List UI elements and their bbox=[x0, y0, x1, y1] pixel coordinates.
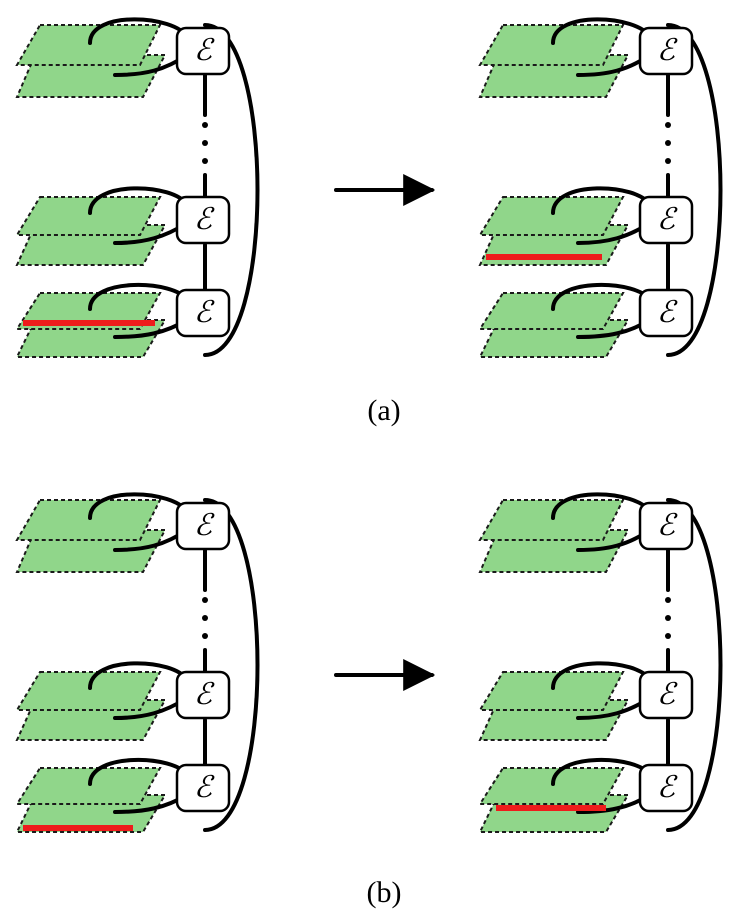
node-e-2: ℰ bbox=[175, 195, 231, 245]
panel-b-left: ℰ ℰ ℰ bbox=[15, 492, 260, 833]
svg-text:ℰ: ℰ bbox=[194, 33, 215, 68]
node-e-2: ℰ bbox=[638, 195, 694, 245]
node-e-2: ℰ bbox=[638, 670, 694, 720]
layer-stack-top bbox=[478, 17, 652, 98]
node-e-3: ℰ bbox=[175, 288, 231, 338]
caption-b: (b) bbox=[367, 876, 402, 909]
svg-text:ℰ: ℰ bbox=[657, 677, 678, 712]
svg-text:ℰ: ℰ bbox=[657, 295, 678, 330]
node-e-3: ℰ bbox=[638, 288, 694, 338]
layer-stack-mid bbox=[15, 186, 189, 266]
layer-stack-mid bbox=[478, 186, 652, 266]
layer-stack-bottom bbox=[15, 283, 189, 358]
caption-a: (a) bbox=[367, 394, 400, 427]
svg-text:ℰ: ℰ bbox=[194, 770, 215, 805]
svg-text:ℰ: ℰ bbox=[657, 33, 678, 68]
layer-stack-top bbox=[15, 492, 189, 573]
layer-stack-bottom bbox=[15, 758, 189, 833]
node-e-3: ℰ bbox=[175, 763, 231, 813]
svg-text:ℰ: ℰ bbox=[657, 770, 678, 805]
layer-stack-bottom bbox=[478, 758, 652, 833]
layer-stack-mid bbox=[15, 661, 189, 741]
svg-text:ℰ: ℰ bbox=[194, 677, 215, 712]
node-e-2: ℰ bbox=[175, 670, 231, 720]
panel-b-right: ℰ ℰ ℰ bbox=[478, 492, 723, 833]
node-e-3: ℰ bbox=[638, 763, 694, 813]
svg-text:ℰ: ℰ bbox=[657, 202, 678, 237]
layer-stack-top bbox=[15, 17, 189, 98]
node-e-1: ℰ bbox=[638, 26, 694, 76]
svg-text:ℰ: ℰ bbox=[194, 295, 215, 330]
layer-stack-bottom bbox=[478, 283, 652, 358]
node-e-1: ℰ bbox=[638, 501, 694, 551]
svg-text:ℰ: ℰ bbox=[194, 202, 215, 237]
svg-text:ℰ: ℰ bbox=[194, 508, 215, 543]
node-e-1: ℰ bbox=[175, 26, 231, 76]
panel-a-left: ℰ ℰ ℰ bbox=[15, 17, 260, 358]
layer-stack-top bbox=[478, 492, 652, 573]
svg-text:ℰ: ℰ bbox=[657, 508, 678, 543]
panel-a-right: ℰ ℰ ℰ bbox=[478, 17, 723, 358]
node-e-1: ℰ bbox=[175, 501, 231, 551]
layer-stack-mid bbox=[478, 661, 652, 741]
